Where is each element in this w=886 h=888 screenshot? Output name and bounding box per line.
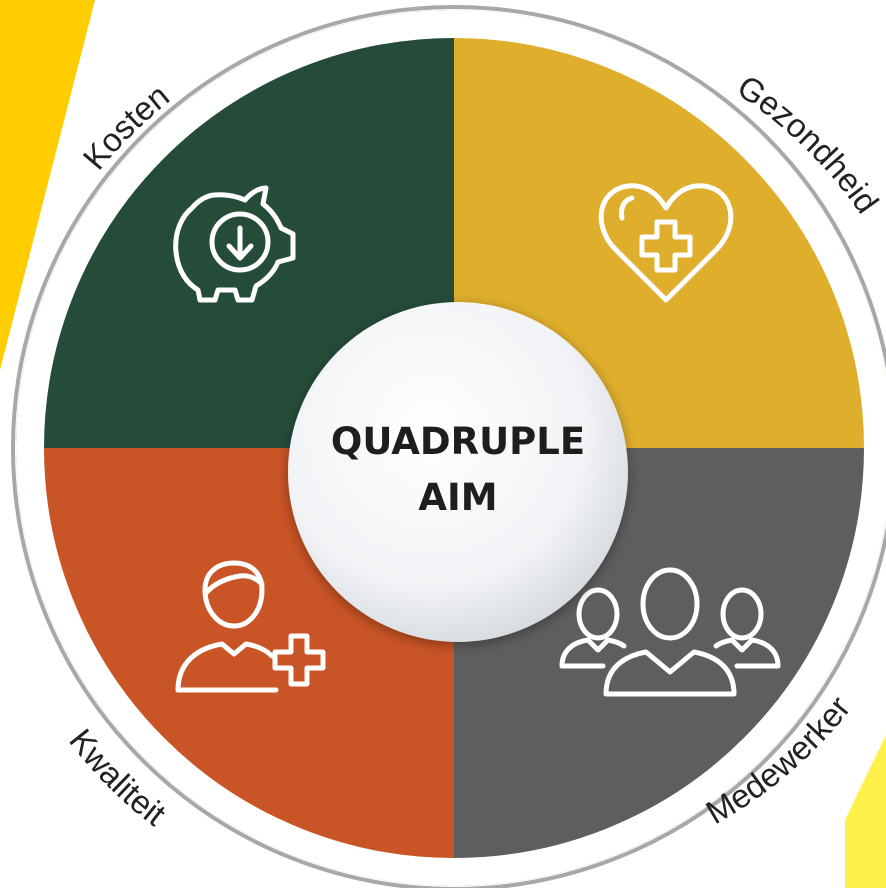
center-title-line1: QUADRUPLE — [331, 420, 585, 463]
yellow-accent-shape-bottom — [845, 735, 886, 888]
center-title-line2: AIM — [418, 476, 497, 519]
person-plus-icon — [175, 560, 326, 693]
center-disc — [288, 302, 628, 642]
heart-plus-icon — [598, 183, 734, 303]
piggy-bank-down-icon — [173, 185, 296, 303]
yellow-accent-shape — [0, 0, 95, 370]
team-people-icon — [559, 567, 781, 697]
outer-ring — [11, 5, 886, 888]
